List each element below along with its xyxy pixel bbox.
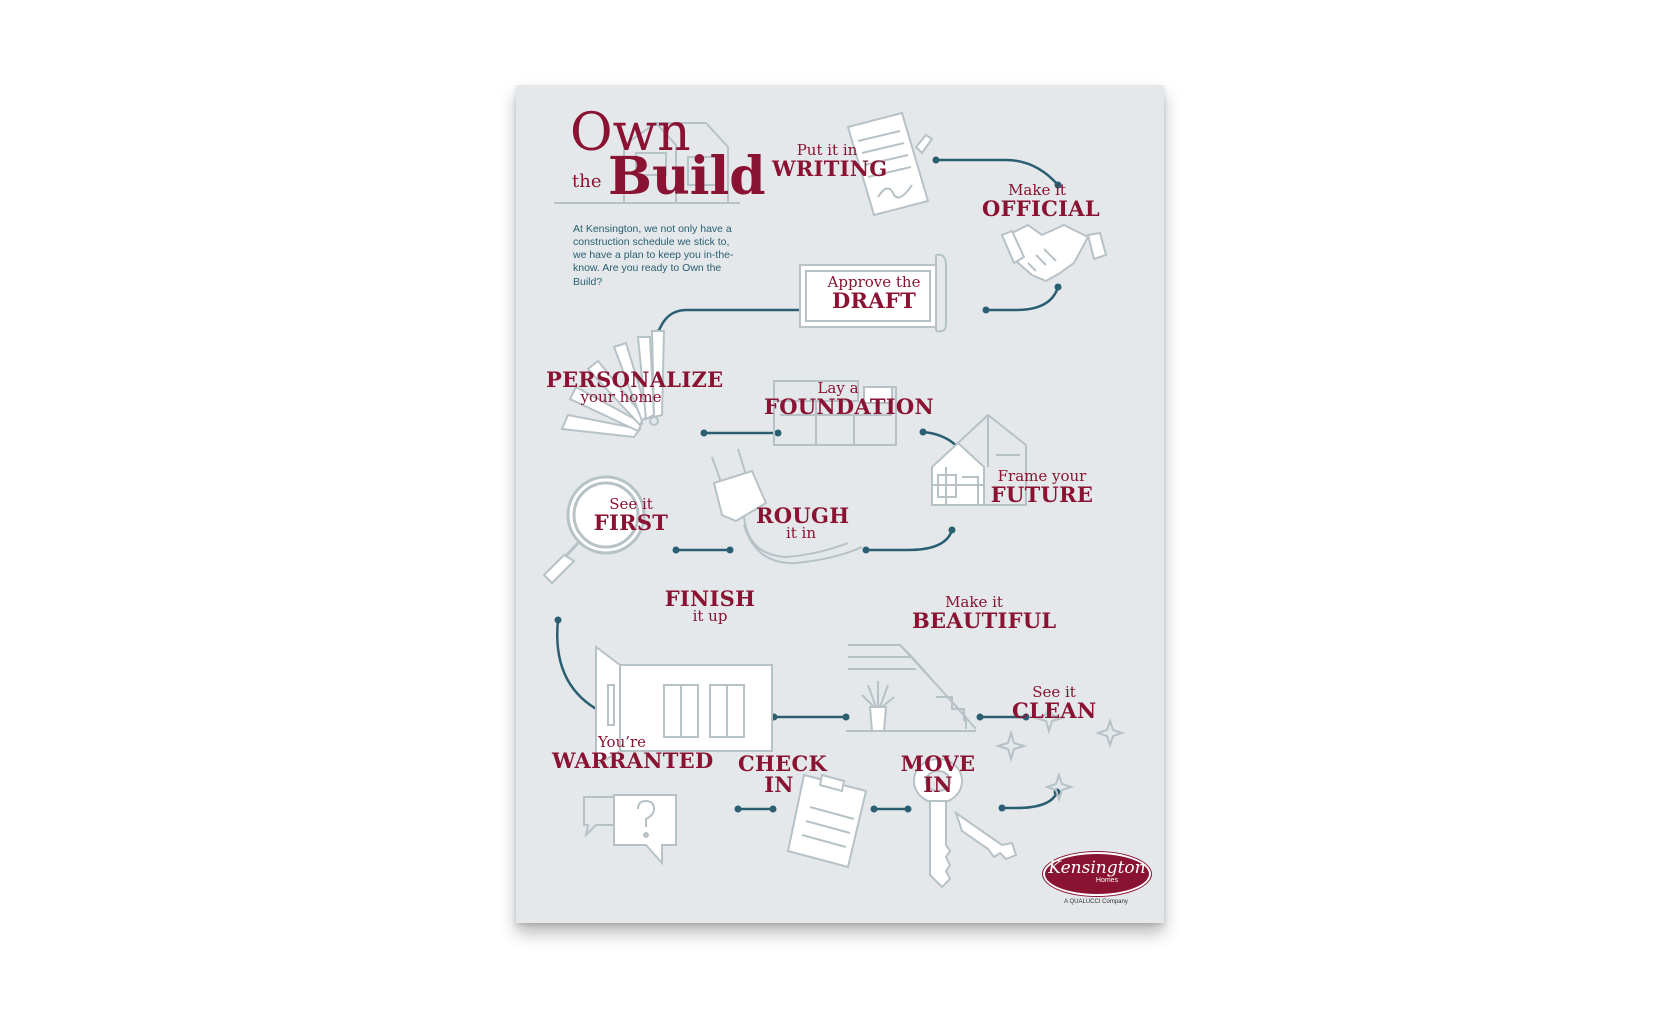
step-frame-small: Frame your [997,467,1087,485]
step-rough-small: it in [785,524,817,542]
handshake-icon [1000,223,1108,283]
step-clean: See it CLEAN [1012,683,1097,723]
step-checkin-line2: IN [764,772,794,797]
plug-icon [711,448,863,565]
step-draft-large: DRAFT [832,288,916,313]
clipboard-icon [786,773,868,869]
blueprint-scroll-icon [799,253,947,333]
foundation-icon [773,380,897,446]
step-movein: MOVE IN [900,753,976,795]
step-personalize: PERSONALIZE your home [546,367,724,406]
step-first: See it FIRST [590,495,672,535]
step-movein-line1: MOVE [900,751,976,776]
step-warranted-small: You’re [597,733,647,751]
title-the: the [572,171,602,192]
logo-tagline: A QUALUCCI Company [1064,899,1128,905]
step-official: Make it OFFICIAL [982,181,1100,221]
step-foundation: Lay a FOUNDATION [764,379,935,419]
title-build: Build [608,146,766,207]
step-official-large: OFFICIAL [982,196,1100,221]
magnifying-glass-icon [542,475,646,585]
poster-artwork [542,111,1126,889]
step-clean-small: See it [1032,683,1076,701]
step-personalize-small: your home [580,388,662,406]
step-writing: Put it in WRITING [772,141,888,181]
step-writing-large: WRITING [772,156,888,181]
step-warranted-large: WARRANTED [552,748,714,773]
step-checkin-line1: CHECK [738,751,828,776]
kensington-logo: Kensington Homes [1043,852,1151,896]
step-beautiful-small: Make it [945,593,1003,611]
step-movein-line2: IN [923,772,953,797]
house-frame-icon [931,413,1027,506]
step-rough: ROUGH it in [756,503,850,542]
step-first-large: FIRST [593,510,669,535]
step-finish-small: it up [692,607,728,625]
journey-dots [554,156,1062,813]
step-beautiful: Make it BEAUTIFUL [912,593,1057,633]
window-frame-icon [595,645,773,767]
title-own: Own [570,103,691,163]
speech-bubble-icon [583,794,677,866]
step-finish: FINISH it up [660,588,760,624]
step-warranted: You’re WARRANTED [552,733,714,773]
contract-icon [846,111,934,217]
step-rough-large: ROUGH [756,503,850,528]
logo-name: Kensington [1048,858,1146,878]
step-foundation-large: FOUNDATION [764,394,935,419]
step-draft-small: Approve the [827,273,921,291]
step-official-small: Make it [1008,181,1066,199]
sparkles-icon [994,701,1126,803]
house-sketch-icon [554,122,740,204]
paint-swatch-icon [560,330,666,439]
staircase-plant-icon [846,644,977,732]
step-foundation-small: Lay a [817,379,859,397]
step-finish-large: FINISH [664,586,756,611]
step-clean-large: CLEAN [1012,698,1097,723]
keys-icon [913,758,1018,889]
step-frame-large: FUTURE [990,482,1094,507]
step-beautiful-large: BEAUTIFUL [912,608,1057,633]
step-first-small: See it [609,495,653,513]
poster: Own the Build At Kensington, we not only… [516,85,1164,923]
logo-sub: Homes [1095,877,1119,884]
step-writing-small: Put it in [796,141,858,159]
step-checkin: CHECK IN [738,751,828,797]
step-personalize-large: PERSONALIZE [546,367,724,392]
intro-text: At Kensington, we not only have a constr… [573,223,734,288]
step-draft: Approve the DRAFT [814,273,934,313]
step-frame: Frame your FUTURE [982,467,1102,507]
